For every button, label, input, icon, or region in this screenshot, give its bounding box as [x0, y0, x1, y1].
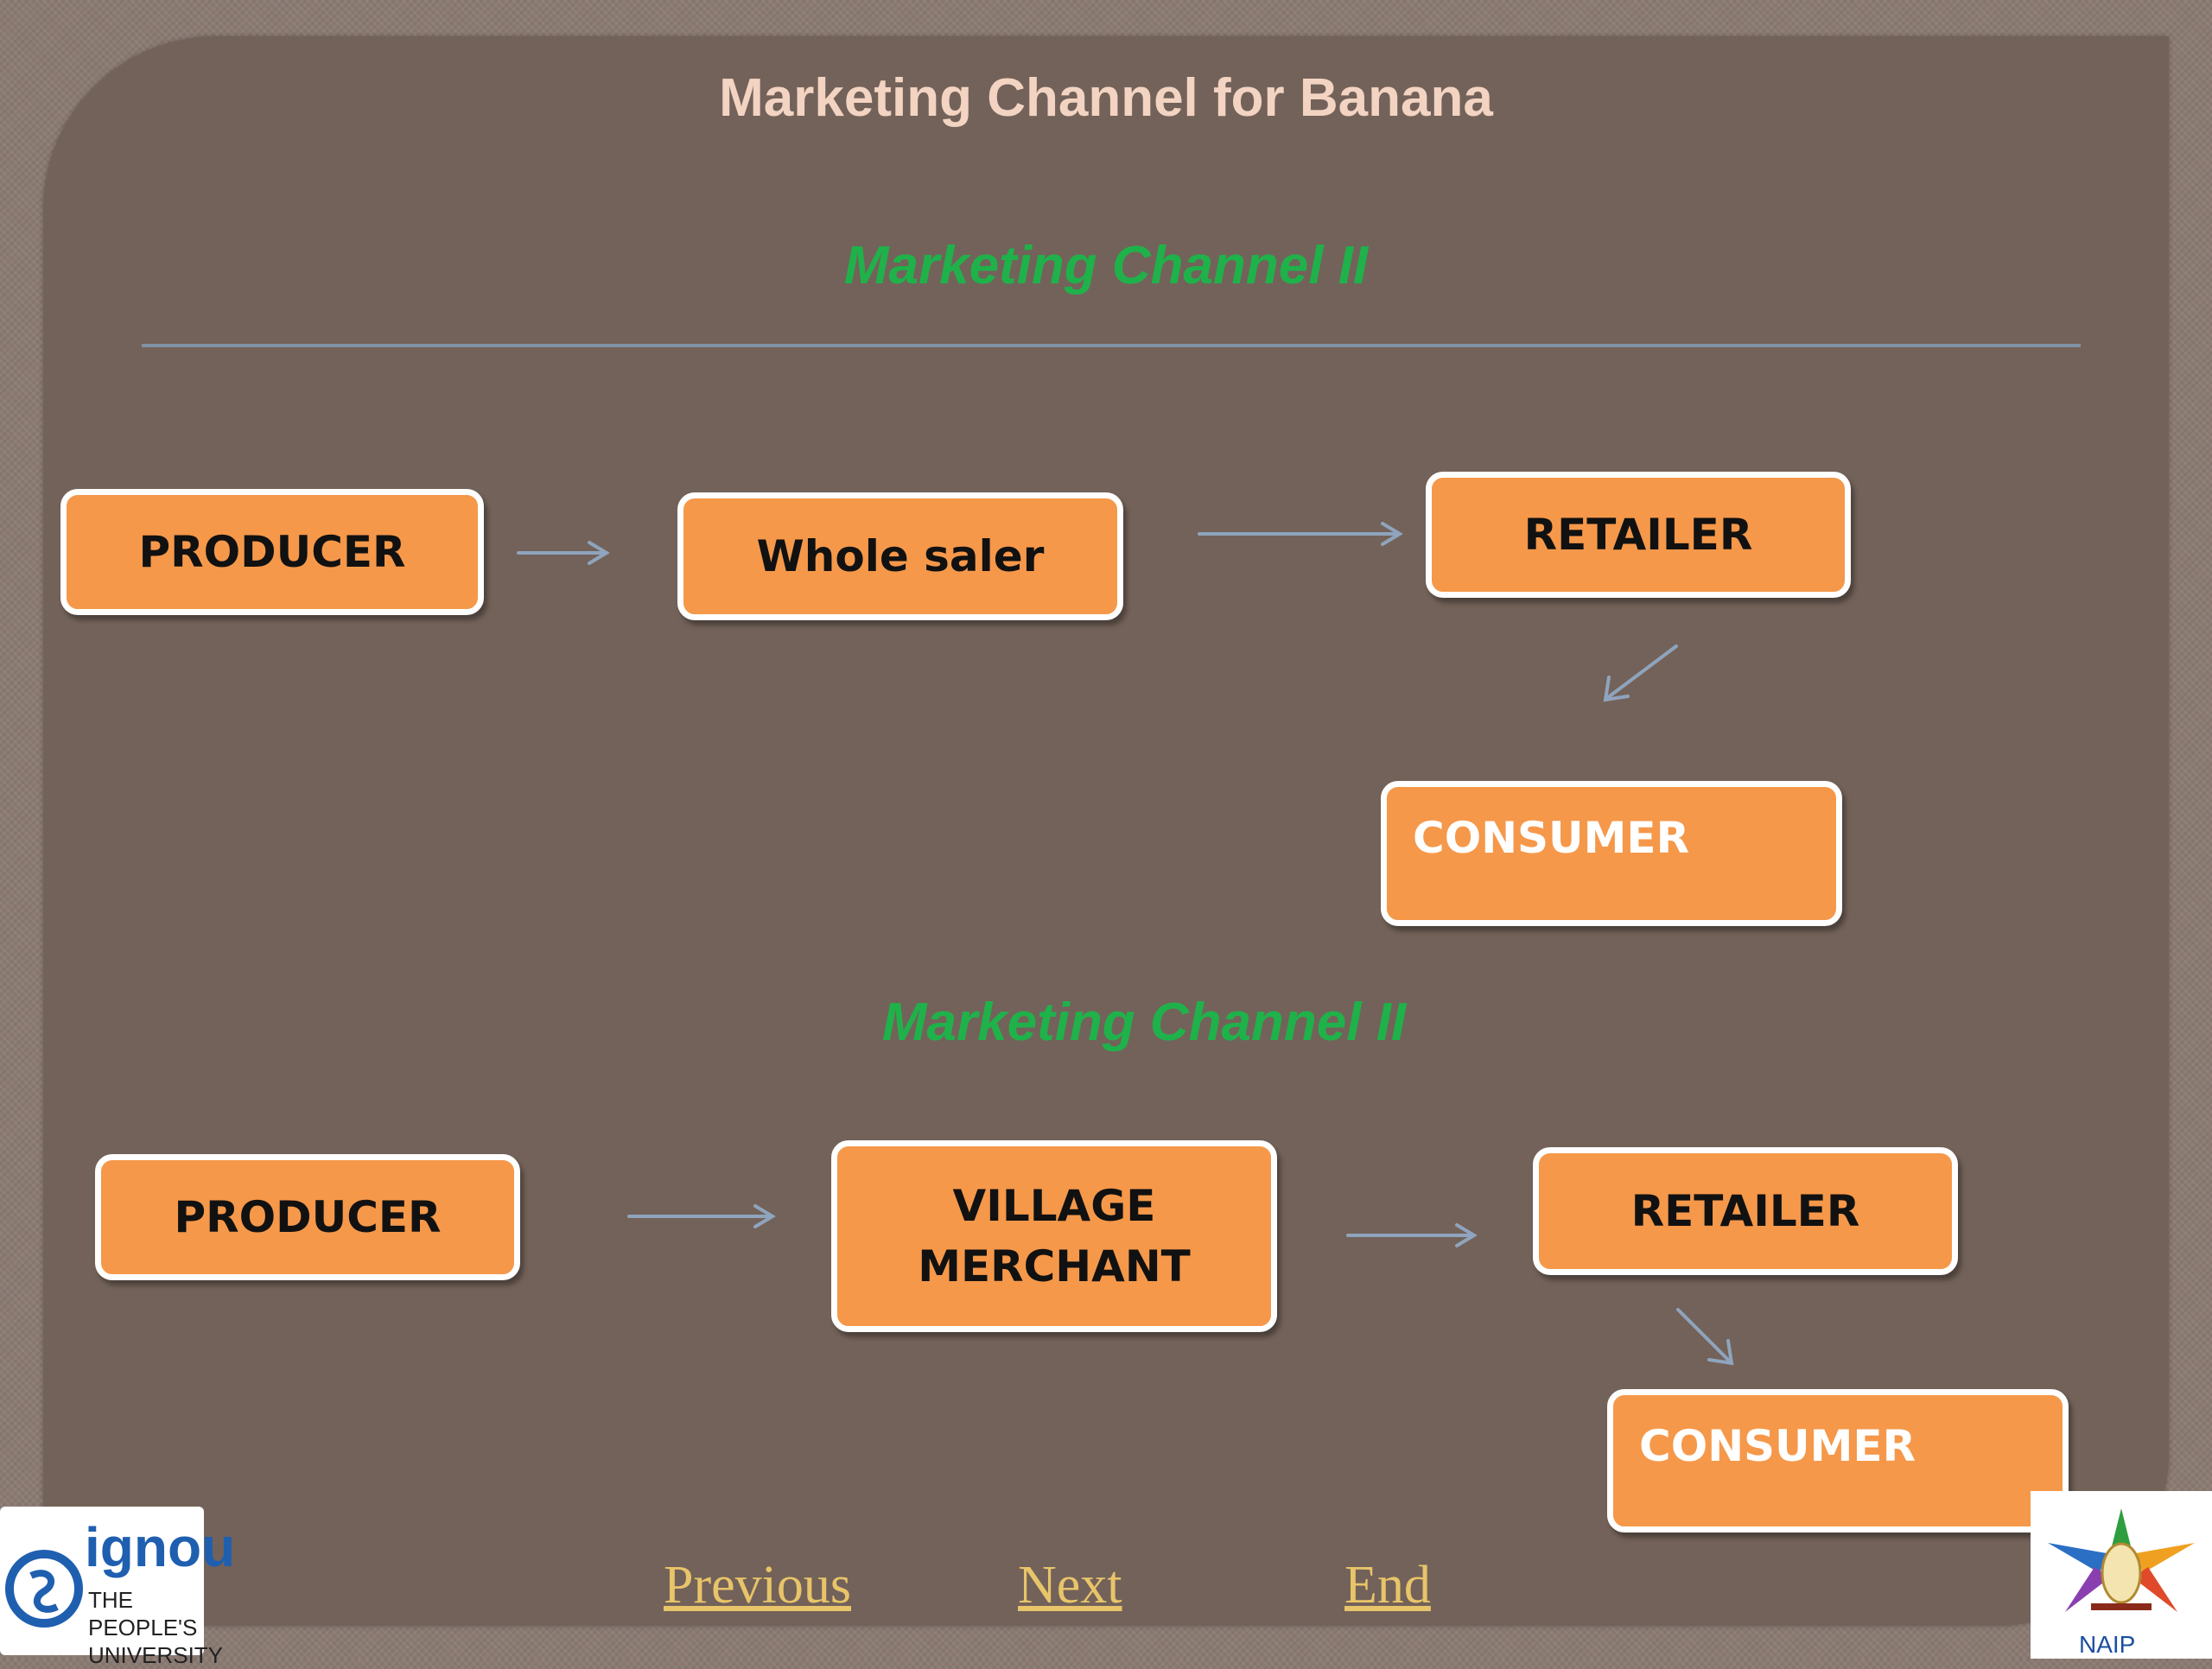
top-retailer-box: RETAILER [1426, 472, 1851, 598]
naip-star-icon [2048, 1508, 2195, 1612]
bottom-village-merchant-label: VILLAGE MERCHANT [918, 1181, 1191, 1291]
arrow-top-wholesaler-to-retailer [1198, 522, 1403, 546]
arrow-top-producer-to-wholesaler [517, 541, 610, 565]
channel-top-heading: Marketing Channel II [843, 236, 1369, 295]
bottom-consumer-box: CONSUMER [1607, 1389, 2069, 1533]
bottom-retailer-box: RETAILER [1533, 1147, 1958, 1275]
bottom-retailer-label: RETAILER [1630, 1186, 1860, 1236]
ignou-logo: ignou THE PEOPLE'S UNIVERSITY [0, 1507, 235, 1668]
ignou-tagline-line-2: UNIVERSITY [88, 1642, 224, 1668]
channel-bottom-heading: Marketing Channel II [881, 993, 1407, 1052]
divider [142, 344, 2081, 347]
arrow-bottom-producer-to-merchant [627, 1204, 776, 1228]
bottom-consumer-label: CONSUMER [1639, 1421, 1916, 1471]
naip-wordmark: NAIP [2079, 1631, 2136, 1658]
arrow-bottom-merchant-to-retailer [1346, 1223, 1478, 1247]
arrow-top-retailer-to-consumer [1603, 644, 1678, 702]
end-link[interactable]: End [1344, 1556, 1431, 1615]
next-link[interactable]: Next [1018, 1556, 1122, 1615]
top-producer-box: PRODUCER [60, 489, 484, 615]
previous-link[interactable]: Previous [664, 1556, 851, 1615]
ignou-tagline-line-1: THE PEOPLE'S [88, 1587, 198, 1640]
ignou-emblem-icon [5, 1550, 83, 1628]
page-title: Marketing Channel for Banana [719, 68, 1493, 128]
top-consumer-label: CONSUMER [1413, 813, 1690, 863]
ignou-tagline: THE PEOPLE'S UNIVERSITY [88, 1586, 223, 1669]
top-retailer-label: RETAILER [1523, 510, 1753, 560]
bottom-producer-box: PRODUCER [95, 1154, 520, 1280]
top-consumer-box: CONSUMER [1381, 781, 1842, 926]
top-wholesaler-box: Whole saler [677, 492, 1123, 620]
ignou-wordmark: ignou [85, 1516, 236, 1578]
bottom-village-merchant-box: VILLAGE MERCHANT [831, 1140, 1277, 1332]
arrow-bottom-retailer-to-consumer [1676, 1308, 1734, 1366]
top-producer-label: PRODUCER [138, 527, 406, 577]
bottom-producer-label: PRODUCER [174, 1192, 442, 1242]
top-wholesaler-label: Whole saler [756, 531, 1045, 581]
naip-logo: NAIP [2031, 1491, 2212, 1659]
